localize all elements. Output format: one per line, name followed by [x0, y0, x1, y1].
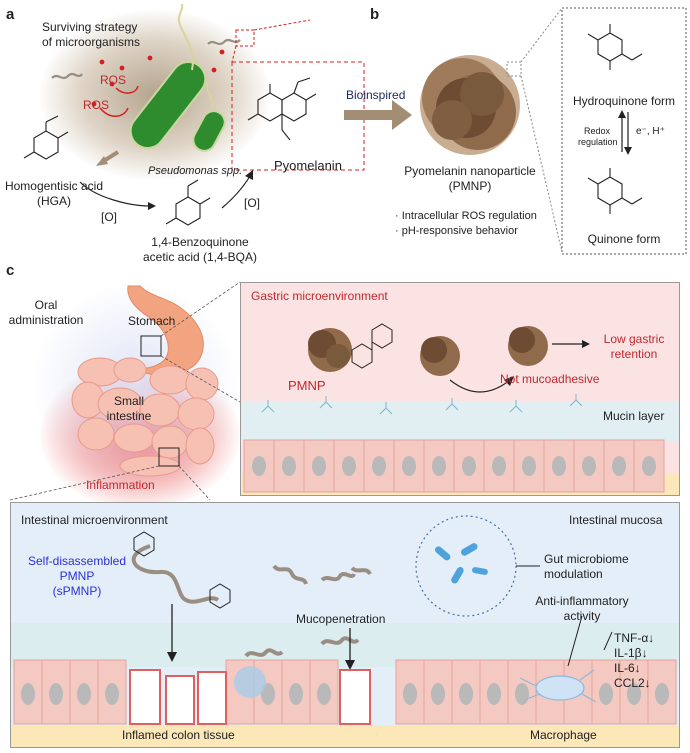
intestinal-mucosa-label: Intestinal mucosa: [569, 513, 663, 527]
mucin-layer-label: Mucin layer: [603, 409, 665, 423]
inflammation-label: Inflammation: [86, 478, 155, 492]
intestinal-title: Intestinal microenvironment: [21, 513, 168, 527]
hydroquinone-structure-icon: [587, 24, 643, 70]
quinone-structure-icon: [587, 168, 643, 214]
hydroquinone-label: Hydroquinone form: [572, 94, 676, 108]
pmnp-label-line2: (PMNP): [448, 179, 492, 193]
gastric-pmnp-3-icon: [508, 326, 548, 366]
spmnp-label-line3: (sPMNP): [52, 584, 102, 598]
cytokine-ccl2: CCL2↓: [614, 676, 651, 690]
ros-label-2: ROS: [83, 98, 110, 112]
stomach-label: Stomach: [128, 314, 176, 328]
cytokine-il1b: IL-1β↓: [614, 646, 648, 660]
redox-label-line2: regulation: [578, 137, 618, 147]
gastric-pmnp-icon: [308, 328, 352, 372]
intestinal-tissue-base: [11, 725, 679, 747]
quinone-label: Quinone form: [587, 232, 661, 246]
anti-inflammatory-line2: activity: [563, 609, 601, 623]
feature-ph: · pH-responsive behavior: [395, 225, 518, 237]
hga-label-line1: Homogentisic acid: [4, 179, 104, 193]
bqa-structure-icon: [165, 179, 211, 226]
pmnp-label-line1: Pyomelanin nanoparticle: [404, 164, 536, 178]
cytokine-il6: IL-6↓: [614, 661, 641, 675]
intestine-label-line2: intestine: [106, 409, 152, 423]
bioinspired-label: Bioinspired: [346, 88, 406, 102]
cytokine-tnf: TNF-α↓: [614, 631, 655, 645]
panel-a-letter: a: [6, 6, 15, 23]
hga-structure-icon: [23, 115, 69, 160]
oral-label-line1: Oral: [34, 298, 58, 312]
mucin-layer: [241, 401, 679, 441]
species-label: Pseudomonas spp.: [148, 165, 243, 177]
electron-label: e⁻, H⁺: [636, 126, 665, 137]
oral-label-line2: administration: [8, 313, 84, 327]
intestine-label-line1: Small: [113, 394, 144, 408]
gastric-pmnp-2-icon: [420, 336, 460, 376]
oxidation-label-1: [O]: [101, 210, 118, 224]
pmnp-gastric-label: PMNP: [288, 378, 326, 393]
bqa-label-line2: acetic acid (1,4-BQA): [142, 250, 258, 264]
pyomelanin-structure-icon: [247, 77, 317, 141]
hga-label-line2: (HGA): [37, 194, 71, 208]
panel-b-letter: b: [370, 6, 380, 23]
microbiome-label-line1: Gut microbiome: [544, 552, 629, 566]
strategy-title-line2: of microorganisms: [42, 35, 141, 49]
mucopenetration-label: Mucopenetration: [296, 612, 386, 626]
strategy-title-line1: Surviving strategy: [42, 20, 138, 34]
not-mucoadhesive-label: Not mucoadhesive: [500, 372, 600, 386]
low-retention-line2: retention: [610, 347, 658, 361]
panel-c-letter: c: [6, 262, 15, 279]
pyomelanin-label: Pyomelanin: [274, 158, 342, 173]
macrophage-icon: [519, 669, 597, 703]
inflamed-colon-label: Inflamed colon tissue: [122, 728, 235, 742]
bacterium-small-icon: [192, 81, 226, 152]
spmnp-label-line2: PMNP: [59, 569, 95, 583]
feature-ros: · Intracellular ROS regulation: [395, 210, 537, 222]
spmnp-label-line1: Self-disassembled: [27, 554, 127, 568]
ros-label-1: ROS: [100, 73, 127, 87]
anti-inflammatory-line1: Anti-inflammatory: [535, 594, 629, 608]
bqa-label-line1: 1,4-Benzoquinone: [151, 235, 249, 249]
redox-label-line1: Redox: [584, 126, 611, 136]
low-retention-line1: Low gastric: [603, 332, 665, 346]
macrophage-label: Macrophage: [530, 728, 597, 742]
oxidation-label-2: [O]: [244, 196, 261, 210]
microbiome-label-line2: modulation: [544, 567, 603, 581]
bacterium-large-icon: [129, 3, 207, 150]
gastric-title: Gastric microenvironment: [251, 289, 388, 303]
